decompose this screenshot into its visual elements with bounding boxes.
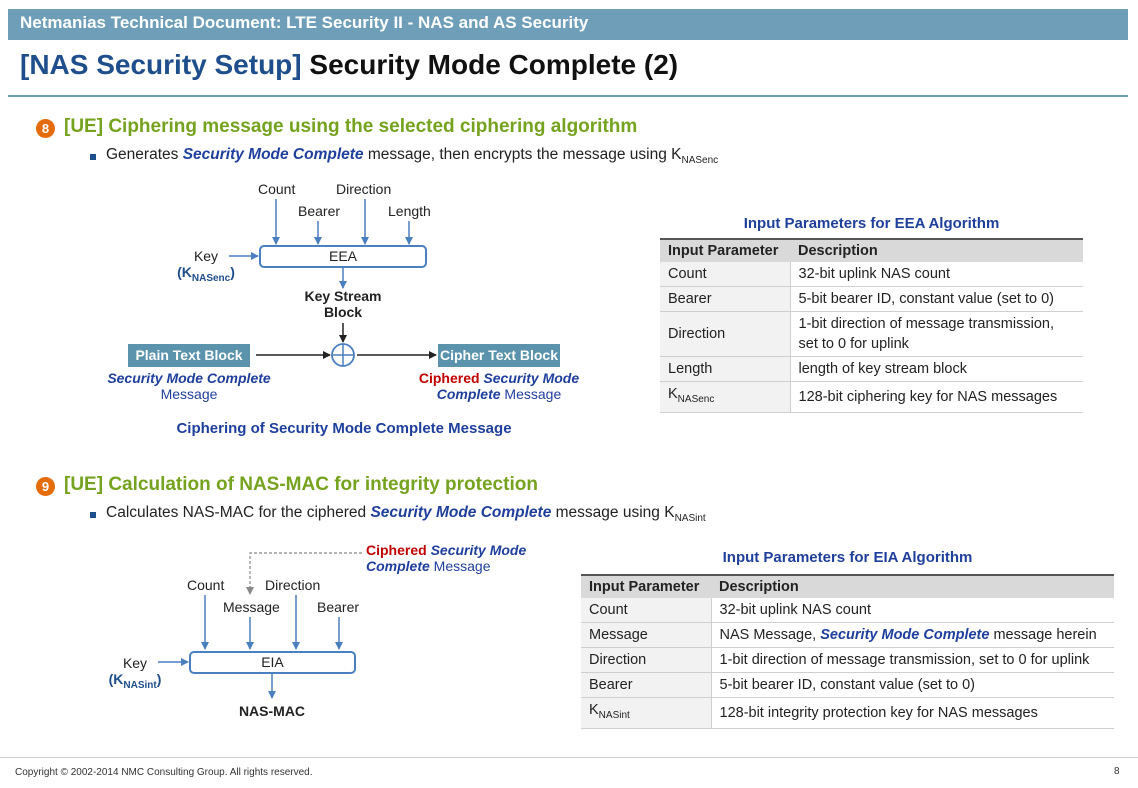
page-title-bracket: [NAS Security Setup]	[20, 49, 302, 80]
section-9-bullet: Calculates NAS-MAC for the ciphered Secu…	[106, 504, 706, 524]
copyright-text: Copyright © 2002-2014 NMC Consulting Gro…	[15, 767, 313, 778]
ciphered-message-dashed-arrow	[246, 552, 362, 595]
page-title: [NAS Security Setup] Security Mode Compl…	[20, 49, 678, 81]
page-number: 8	[1114, 766, 1120, 777]
eia-bearer-label: Bearer	[317, 599, 360, 615]
section-8-heading: [UE] Ciphering message using the selecte…	[64, 116, 638, 137]
footer-divider	[0, 757, 1138, 758]
eia-direction-label: Direction	[265, 577, 321, 593]
eia-count-label: Count	[187, 577, 225, 593]
bullet-icon	[90, 512, 96, 518]
eea-length-label: Length	[388, 203, 431, 219]
bullet-icon	[90, 154, 96, 160]
document-title: Netmanias Technical Document: LTE Securi…	[20, 13, 589, 32]
section-8-bullet: Generates Security Mode Complete message…	[106, 146, 719, 166]
section-9-heading: [UE] Calculation of NAS-MAC for integrit…	[64, 474, 538, 495]
step-8-badge: 8	[36, 119, 55, 138]
page-title-rest: Security Mode Complete (2)	[301, 49, 679, 80]
eea-bearer-label: Bearer	[298, 203, 341, 219]
eia-message-label: Message	[223, 599, 280, 615]
nas-mac-output-label: NAS-MAC	[238, 703, 306, 719]
title-divider	[8, 95, 1128, 97]
eia-key-label: Key(KNASint)	[108, 655, 162, 691]
table-header: Description	[790, 238, 1083, 262]
cipher-text-block-tag: Cipher Text Block	[438, 344, 560, 367]
eea-key-label: Key(KNASenc)	[177, 248, 235, 284]
eia-table-title: Input Parameters for EIA Algorithm	[722, 549, 973, 566]
step-9-badge: 9	[36, 477, 55, 496]
eea-direction-label: Direction	[336, 181, 392, 197]
eea-count-label: Count	[258, 181, 296, 197]
eea-figure-caption: Ciphering of Security Mode Complete Mess…	[176, 420, 512, 437]
table-header: Description	[711, 574, 1114, 598]
eia-algorithm-box: EIA	[189, 651, 356, 674]
plain-text-block-tag: Plain Text Block	[128, 344, 250, 367]
eea-table-title: Input Parameters for EEA Algorithm	[743, 215, 1000, 232]
eea-algorithm-box: EEA	[259, 245, 427, 268]
table-header: Input Parameter	[660, 238, 790, 262]
header-bar	[8, 9, 1128, 40]
table-header: Input Parameter	[581, 574, 711, 598]
